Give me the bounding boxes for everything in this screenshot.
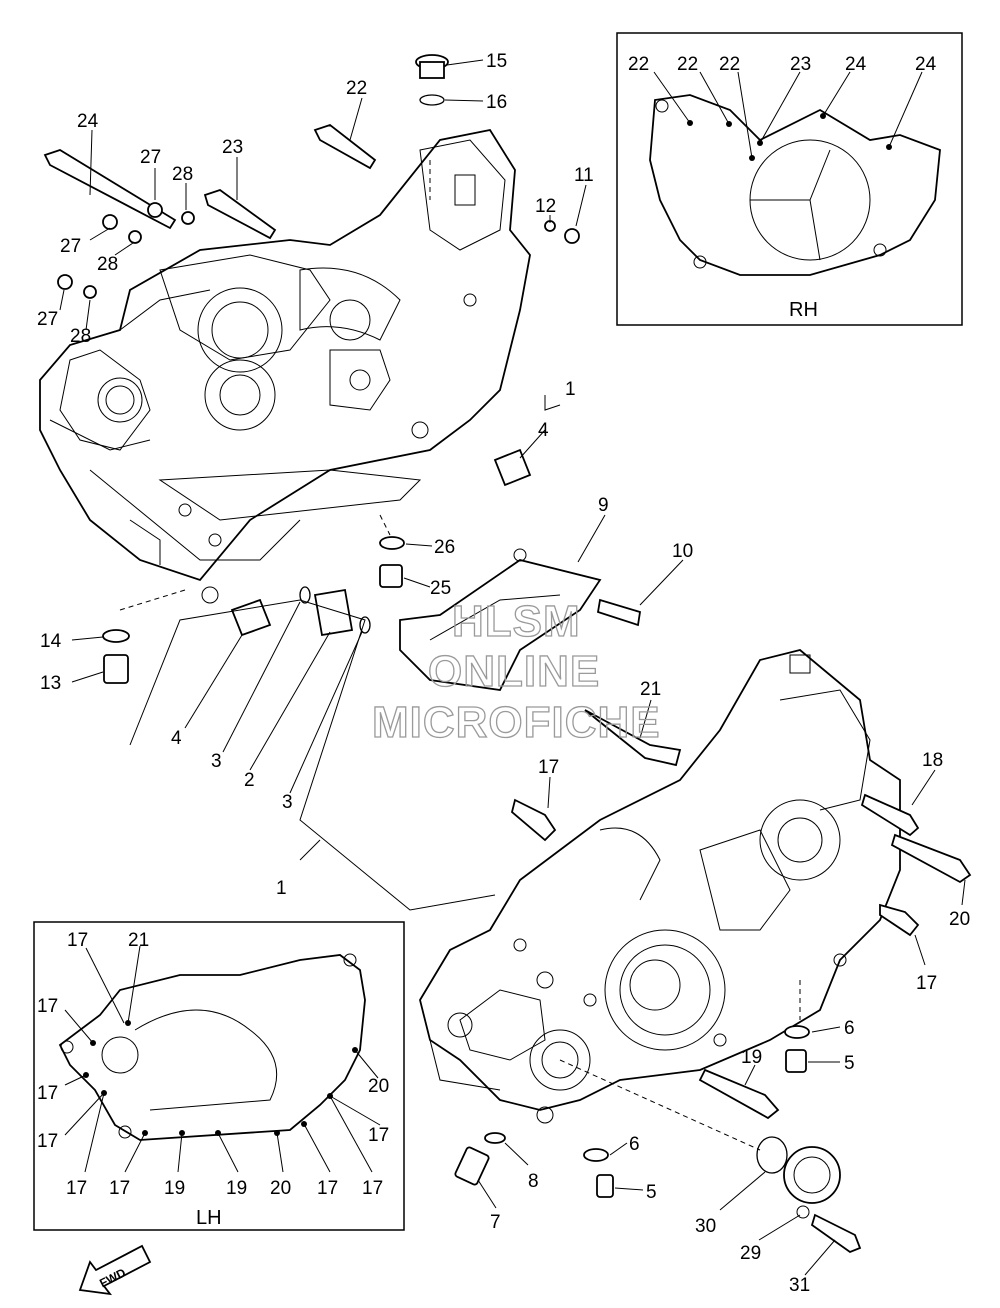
- callout-14: 14: [40, 631, 62, 652]
- callout-7: 7: [490, 1212, 501, 1233]
- callout-20: 20: [949, 909, 970, 930]
- rh-label-24: 24: [915, 54, 937, 75]
- callout-5: 5: [844, 1053, 855, 1074]
- inset-lh-title: LH: [196, 1207, 222, 1229]
- crankcase-left-half: [39, 128, 531, 604]
- rh-label-22: 22: [719, 54, 740, 75]
- watermark: HLSM ONLINE MICROFICHE: [371, 596, 661, 747]
- small-parts: [43, 54, 972, 1254]
- lh-label-17: 17: [37, 1083, 58, 1104]
- bracket-part-9: [399, 548, 602, 691]
- callout-28: 28: [70, 326, 91, 347]
- lh-label-17: 17: [37, 1131, 58, 1152]
- lh-label-17: 17: [109, 1178, 130, 1199]
- lh-label-17: 17: [66, 1178, 87, 1199]
- lh-label-17: 17: [368, 1125, 389, 1146]
- callout-28: 28: [97, 254, 118, 275]
- callout-9: 9: [598, 495, 609, 516]
- callout-27: 27: [140, 147, 161, 168]
- lh-label-17: 17: [67, 930, 88, 951]
- callout-labels: 15 16 22 24 27 28 23 12 11 27 28 27 28 1…: [37, 51, 970, 1296]
- inset-rh-title: RH: [789, 299, 818, 321]
- leader-lines: [59, 59, 966, 1276]
- callout-18: 18: [922, 750, 943, 771]
- lh-label-21: 21: [128, 930, 149, 951]
- lh-label-17: 17: [37, 996, 58, 1017]
- lh-label-17: 17: [317, 1178, 338, 1199]
- callout-15: 15: [486, 51, 507, 72]
- callout-4: 4: [538, 420, 549, 441]
- callout-21: 21: [640, 679, 661, 700]
- callout-6: 6: [629, 1134, 640, 1155]
- callout-19: 19: [741, 1047, 762, 1068]
- callout-8: 8: [528, 1171, 539, 1192]
- watermark-line-3: MICROFICHE: [372, 698, 661, 747]
- callout-28: 28: [172, 164, 193, 185]
- callout-1: 1: [565, 379, 576, 400]
- callout-13: 13: [40, 673, 61, 694]
- inset-lh: 17 21 17 17 17 20 17 17 17 19 19 20 17 1…: [33, 921, 405, 1231]
- callout-16: 16: [486, 92, 507, 113]
- watermark-line-1: HLSM: [452, 597, 581, 646]
- callout-6: 6: [844, 1018, 855, 1039]
- callout-5: 5: [646, 1182, 657, 1203]
- lh-label-20: 20: [270, 1178, 291, 1199]
- callout-30: 30: [695, 1216, 716, 1237]
- callout-26: 26: [434, 537, 455, 558]
- inset-rh: 22 22 22 23 24 24 RH: [616, 32, 963, 326]
- callout-25: 25: [430, 578, 451, 599]
- lh-label-20: 20: [368, 1076, 389, 1097]
- crankcase-right-half: [419, 649, 901, 1124]
- lh-label-17: 17: [362, 1178, 383, 1199]
- callout-23: 23: [222, 137, 243, 158]
- lh-label-19: 19: [164, 1178, 185, 1199]
- callout-11: 11: [574, 165, 594, 186]
- rh-label-23: 23: [790, 54, 811, 75]
- callout-2: 2: [244, 770, 255, 791]
- callout-12: 12: [535, 196, 556, 217]
- callout-10: 10: [672, 541, 693, 562]
- callout-22: 22: [346, 78, 367, 99]
- callout-1: 1: [276, 878, 287, 899]
- callout-17: 17: [538, 757, 559, 778]
- callout-24: 24: [77, 111, 99, 132]
- callout-3: 3: [211, 751, 222, 772]
- rh-label-22: 22: [677, 54, 698, 75]
- callout-3: 3: [282, 792, 293, 813]
- callout-29: 29: [740, 1243, 761, 1264]
- callout-27: 27: [37, 309, 58, 330]
- lh-label-19: 19: [226, 1178, 247, 1199]
- watermark-line-2: ONLINE: [428, 647, 600, 696]
- callout-4: 4: [171, 728, 182, 749]
- callout-31: 31: [789, 1275, 810, 1296]
- rh-label-22: 22: [628, 54, 649, 75]
- callout-27: 27: [60, 236, 81, 257]
- rh-label-24: 24: [845, 54, 867, 75]
- fwd-arrow: FWD: [78, 1244, 152, 1296]
- callout-17: 17: [916, 973, 937, 994]
